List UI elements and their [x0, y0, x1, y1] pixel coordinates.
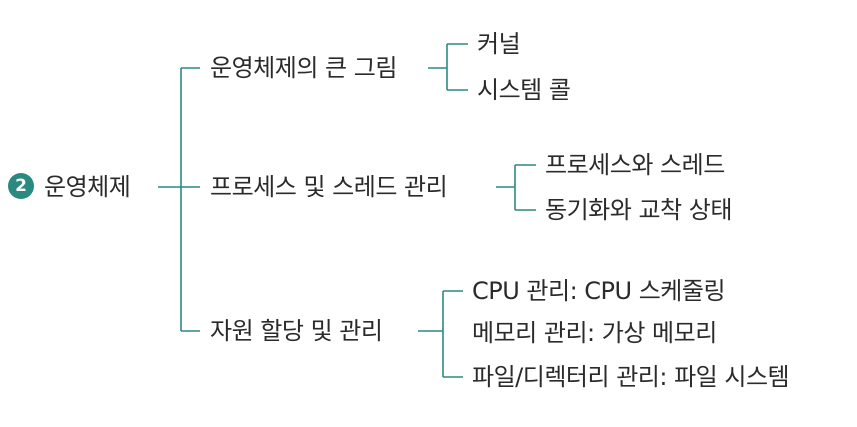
leaf-kernel: 커널: [477, 30, 521, 58]
leaf-process-thread: 프로세스와 스레드: [545, 151, 725, 179]
leaf-virtual-memory: 메모리 관리: 가상 메모리: [472, 319, 717, 347]
leaf-file-system: 파일/디렉터리 관리: 파일 시스템: [472, 363, 790, 391]
section-number-badge: 2: [8, 173, 34, 199]
branch-label-os-overview: 운영체제의 큰 그림: [210, 54, 397, 82]
leaf-sync-deadlock: 동기화와 교착 상태: [545, 196, 732, 224]
branch-label-resource-management: 자원 할당 및 관리: [210, 317, 383, 345]
branch-label-process-thread: 프로세스 및 스레드 관리: [210, 173, 448, 201]
leaf-system-call: 시스템 콜: [477, 76, 571, 104]
leaf-cpu-scheduling: CPU 관리: CPU 스케줄링: [472, 277, 726, 305]
root-label: 운영체제: [44, 173, 131, 201]
